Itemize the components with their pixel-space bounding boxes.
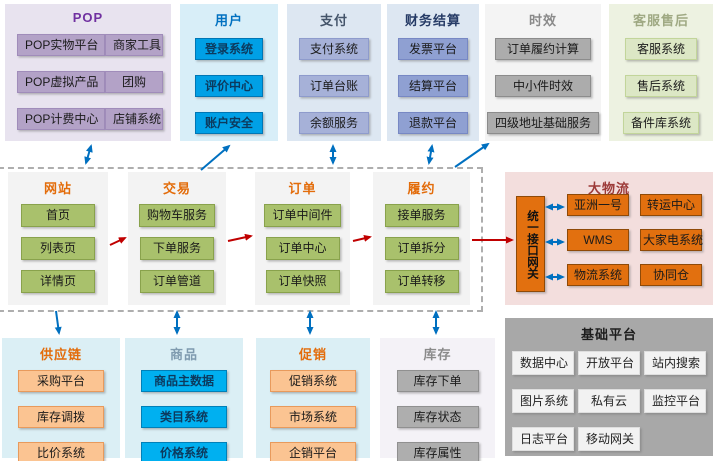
- diagram-node: 库存调拨: [18, 406, 104, 428]
- panel-after-sales: 客服售后 客服系统 售后系统 备件库系统: [609, 4, 713, 141]
- diagram-node: 库存属性: [396, 442, 479, 461]
- diagram-node: 亚洲一号: [567, 194, 629, 216]
- diagram-node: 详情页: [21, 270, 95, 293]
- diagram-node: 购物车服务: [138, 204, 215, 227]
- diagram-node: 店铺系统: [105, 108, 163, 130]
- diagram-node: 私有云: [578, 389, 640, 413]
- diagram-node: 订单台账: [299, 75, 369, 97]
- diagram-node: 团购: [105, 71, 163, 93]
- diagram-node: 日志平台: [512, 427, 574, 451]
- panel-inventory-title: 库存: [423, 347, 452, 362]
- panel-promotion: 促销 促销系统 市场系统 企销平台: [256, 338, 370, 461]
- diagram-node: POP实物平台: [17, 34, 105, 56]
- panel-trade-title: 交易: [162, 181, 191, 196]
- diagram-node: 转运中心: [640, 194, 702, 216]
- panel-supply-chain: 供应链 采购平台 库存调拨 比价系统: [2, 338, 120, 461]
- arrow-website-supply: [54, 310, 62, 335]
- diagram-node: 登录系统: [195, 38, 263, 60]
- panel-fulfillment: 履约 接单服务 订单拆分 订单转移: [373, 172, 470, 305]
- diagram-node: 库存状态: [396, 406, 479, 428]
- diagram-node: 订单管道: [140, 270, 214, 293]
- diagram-node: 余额服务: [299, 112, 369, 134]
- panel-product: 商品 商品主数据 类目系统 价格系统: [125, 338, 243, 461]
- panel-website: 网站 首页 列表页 详情页: [8, 172, 108, 305]
- diagram-node: 促销系统: [270, 370, 356, 392]
- diagram-node: 市场系统: [270, 406, 356, 428]
- diagram-node: 结算平台: [398, 75, 468, 97]
- panel-order-title: 订单: [288, 181, 317, 196]
- diagram-node: 订单中心: [265, 237, 340, 260]
- panel-pop-title: POP: [72, 10, 104, 25]
- panel-user-title: 用户: [214, 13, 243, 28]
- diagram-node: 比价系统: [18, 442, 104, 461]
- diagram-node: POP虚拟产品: [17, 71, 105, 93]
- panel-after-sales-title: 客服售后: [632, 13, 689, 28]
- diagram-node: 采购平台: [18, 370, 104, 392]
- arrow-finance-fulfillment: [426, 144, 435, 165]
- diagram-node: 售后系统: [625, 75, 697, 97]
- diagram-node: 客服系统: [625, 38, 697, 60]
- panel-payment: 支付 支付系统 订单台账 余额服务: [287, 4, 381, 141]
- diagram-node: 协同仓: [640, 264, 702, 286]
- panel-trade: 交易 购物车服务 下单服务 订单管道: [128, 172, 226, 305]
- panel-logistics-title: 大物流: [587, 181, 630, 196]
- panel-payment-title: 支付: [319, 13, 348, 28]
- diagram-node: 四级地址基础服务: [486, 112, 599, 134]
- diagram-node: 支付系统: [299, 38, 369, 60]
- diagram-node: 库存下单: [396, 370, 479, 392]
- diagram-node: 中小件时效: [495, 75, 591, 97]
- diagram-node: 下单服务: [140, 237, 214, 260]
- diagram-node: 订单拆分: [384, 237, 459, 260]
- diagram-node: 数据中心: [512, 351, 574, 375]
- diagram-node: WMS: [567, 229, 629, 251]
- diagram-node: 价格系统: [141, 442, 227, 461]
- arrow-fulfillment-sla: [454, 142, 490, 168]
- panel-website-title: 网站: [43, 181, 72, 196]
- panel-sla: 时效 订单履约计算 中小件时效 四级地址基础服务: [485, 4, 601, 141]
- diagram-node: 监控平台: [644, 389, 706, 413]
- panel-supply-chain-title: 供应链: [39, 347, 82, 362]
- panel-base-platform: 基础平台 数据中心 开放平台 站内搜索 图片系统 私有云 监控平台 日志平台 移…: [505, 318, 713, 456]
- diagram-node: 商品主数据: [141, 370, 227, 392]
- diagram-node: 移动网关: [578, 427, 640, 451]
- diagram-node: 订单中间件: [264, 204, 341, 227]
- diagram-node: 订单快照: [265, 270, 340, 293]
- panel-fulfillment-title: 履约: [407, 181, 436, 196]
- diagram-node: 账户安全: [195, 112, 263, 134]
- diagram-node: 订单转移: [384, 270, 459, 293]
- diagram-node: 站内搜索: [644, 351, 706, 375]
- panel-base-platform-title: 基础平台: [580, 327, 637, 342]
- panel-sla-title: 时效: [528, 13, 557, 28]
- panel-finance-title: 财务结算: [404, 13, 461, 28]
- panel-promotion-title: 促销: [298, 347, 327, 362]
- panel-pop: POP POP实物平台 商家工具 POP虚拟产品 团购 POP计费中心 店铺系统: [5, 4, 171, 141]
- diagram-node: 接单服务: [384, 204, 459, 227]
- diagram-node: 类目系统: [141, 406, 227, 428]
- arrow-pop-website: [84, 144, 93, 165]
- panel-product-title: 商品: [169, 347, 198, 362]
- panel-user: 用户 登录系统 评价中心 账户安全: [180, 4, 278, 141]
- diagram-node: 订单履约计算: [495, 38, 591, 60]
- diagram-node: 评价中心: [195, 75, 263, 97]
- diagram-node: 开放平台: [578, 351, 640, 375]
- diagram-node: 备件库系统: [622, 112, 699, 134]
- diagram-node: 图片系统: [512, 389, 574, 413]
- unified-interface-gateway-node: 统一接口网关: [516, 196, 545, 292]
- panel-logistics: 大物流 统一接口网关 亚洲一号 转运中心 WMS 大家电系统 物流系统 协同仓: [505, 172, 713, 305]
- diagram-node: 物流系统: [567, 264, 629, 286]
- panel-finance: 财务结算 发票平台 结算平台 退款平台: [387, 4, 479, 141]
- panel-inventory: 库存 库存下单 库存状态 库存属性: [380, 338, 495, 461]
- diagram-node: 退款平台: [398, 112, 468, 134]
- diagram-node: 商家工具: [105, 34, 163, 56]
- diagram-node: POP计费中心: [17, 108, 105, 130]
- panel-order: 订单 订单中间件 订单中心 订单快照: [255, 172, 350, 305]
- diagram-node: 企销平台: [270, 442, 356, 461]
- diagram-node: 发票平台: [398, 38, 468, 60]
- diagram-node: 首页: [21, 204, 95, 227]
- diagram-node: 大家电系统: [640, 229, 703, 251]
- diagram-node: 列表页: [21, 237, 95, 260]
